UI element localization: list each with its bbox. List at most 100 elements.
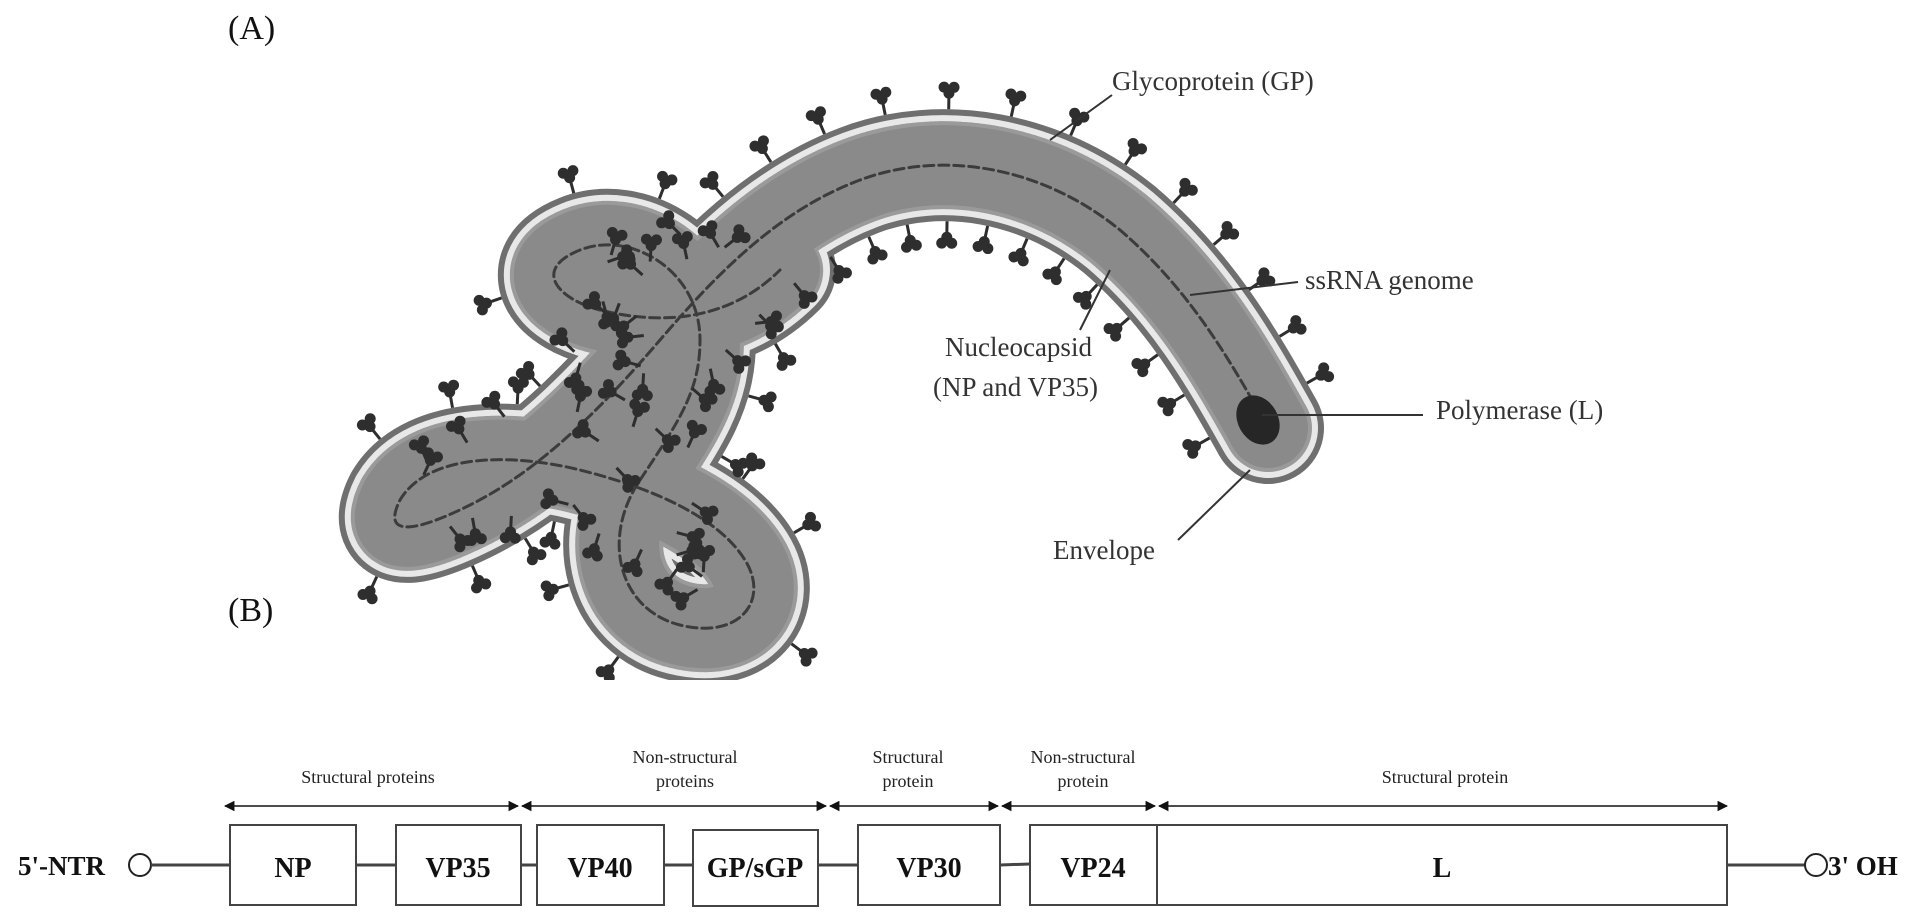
group-label-line2: proteins <box>656 771 714 791</box>
group-label-line2: protein <box>1058 771 1109 791</box>
glycoprotein-spike <box>422 447 443 476</box>
glycoprotein-spike <box>867 236 888 265</box>
gene-box <box>395 824 522 906</box>
glycoprotein-spike <box>691 501 719 525</box>
glycoprotein-spike <box>686 419 707 449</box>
group-label: Structural proteins <box>301 767 434 787</box>
glycoprotein-spike <box>563 362 585 391</box>
annotation-nucleocapsid-line2: (NP and VP35) <box>933 372 1099 402</box>
glycoprotein-spike <box>1069 107 1090 137</box>
glycoprotein-spike <box>723 224 751 249</box>
glycoprotein-spike <box>793 511 822 535</box>
glycoprotein-spike <box>356 413 382 441</box>
glycoprotein-spike <box>598 300 619 330</box>
group-non-structural-protein-vp24: Non-structural protein <box>1000 747 1157 812</box>
group-structural-protein-vp30: Structural protein <box>828 747 1000 812</box>
group-label: Structural protein <box>1382 767 1508 787</box>
gene-box <box>536 824 665 906</box>
glycoprotein-spike <box>1042 257 1066 286</box>
group-non-structural-proteins: Non-structural proteins <box>520 747 828 812</box>
panel-label-a: (A) <box>228 10 276 47</box>
glycoprotein-spike <box>572 419 600 443</box>
glycoprotein-spike <box>938 81 960 110</box>
glycoprotein-spike <box>720 455 749 478</box>
group-structural-protein-l: Structural protein <box>1157 767 1729 812</box>
gene-box <box>857 824 1001 906</box>
glycoprotein-spike <box>654 568 679 596</box>
glycoprotein-spike <box>936 221 958 249</box>
glycoprotein-spike <box>656 210 682 237</box>
glycoprotein-spike <box>481 390 506 418</box>
glycoprotein-spike <box>539 521 561 550</box>
glycoprotein-spike <box>1008 238 1029 267</box>
leader-nucleocapsid <box>1079 269 1111 331</box>
gene-label: VP40 <box>567 853 632 884</box>
glycoprotein-spike <box>1005 88 1027 117</box>
group-label-line1: Non-structural <box>1031 747 1136 767</box>
glycoprotein-spike <box>901 224 922 253</box>
glycoprotein-spike <box>774 343 797 371</box>
gene-label: VP30 <box>896 853 961 884</box>
gene-vp40: VP40 <box>536 824 665 906</box>
glycoprotein-spike <box>597 379 626 402</box>
glycoprotein-spike <box>499 515 521 544</box>
glycoprotein-spike <box>473 294 503 316</box>
annotation-ssrna-genome: ssRNA genome <box>1305 265 1474 295</box>
five-prime-label: 5'-NTR <box>18 851 106 881</box>
glycoprotein-spike <box>631 373 653 402</box>
three-prime-circle <box>1804 853 1828 877</box>
glycoprotein-spike <box>606 226 628 256</box>
glycoprotein-spike <box>704 368 726 397</box>
gene-vp35: VP35 <box>395 824 522 906</box>
glycoprotein-spike <box>470 565 492 594</box>
glycoprotein-spike <box>438 379 460 409</box>
annotation-glycoprotein: Glycoprotein (GP) <box>1112 66 1314 96</box>
leader-envelope <box>1177 469 1251 541</box>
glycoprotein-spike <box>790 642 818 667</box>
gene-label: GP/sGP <box>707 853 803 884</box>
glycoprotein-spike <box>654 427 681 453</box>
glycoprotein-spike <box>754 310 784 332</box>
glycoprotein-spike <box>507 376 529 405</box>
gene-gp-sgp: GP/sGP <box>692 829 819 907</box>
gene-label: VP35 <box>425 853 490 884</box>
gene-vp30: VP30 <box>857 824 1001 906</box>
gene-label: L <box>1433 853 1452 884</box>
gene-label: NP <box>274 853 311 884</box>
glycoprotein-spike <box>724 348 751 374</box>
glycoprotein-spike <box>615 466 641 493</box>
glycoprotein-spike <box>540 488 569 510</box>
group-label-line1: Structural <box>873 747 944 767</box>
glycoprotein-spike <box>557 165 579 194</box>
glycoprotein-spike <box>972 225 994 255</box>
glycoprotein-spike <box>697 220 720 248</box>
glycoprotein-spike <box>671 231 693 260</box>
glycoprotein-spike <box>640 233 662 262</box>
glycoprotein-spike <box>549 327 576 353</box>
panel-label-b: (B) <box>228 592 274 629</box>
group-label-line2: protein <box>883 771 934 791</box>
glycoprotein-spike <box>792 282 818 309</box>
glycoprotein-spike <box>523 537 547 566</box>
gene-box <box>1156 824 1728 906</box>
gene-l: L <box>1156 824 1728 906</box>
glycoprotein-spike <box>870 86 892 116</box>
glycoprotein-spike <box>1172 177 1198 204</box>
glycoprotein-spike <box>1248 267 1276 291</box>
glycoprotein-spike <box>582 533 603 562</box>
glycoprotein-spike <box>515 361 542 388</box>
glycoprotein-spike <box>1306 362 1335 385</box>
genome-map: 5'-NTR NP VP35 VP40 GP/sGP VP30 VP24 L 3… <box>18 747 1898 907</box>
leader-glycoprotein <box>1049 94 1113 141</box>
glycoprotein-spike <box>1278 315 1307 338</box>
glycoprotein-spike <box>572 504 597 531</box>
annotation-nucleocapsid-line1: Nucleocapsid <box>945 332 1092 362</box>
gene-box <box>692 829 819 907</box>
gene-np: NP <box>229 824 357 906</box>
glycoprotein-spike <box>657 170 678 200</box>
gene-label: VP24 <box>1060 853 1125 884</box>
glycoprotein-spike <box>1072 283 1099 310</box>
glycoprotein-spike <box>670 588 699 611</box>
glycoprotein-spike <box>1103 316 1130 342</box>
glycoprotein-spike <box>629 398 650 428</box>
